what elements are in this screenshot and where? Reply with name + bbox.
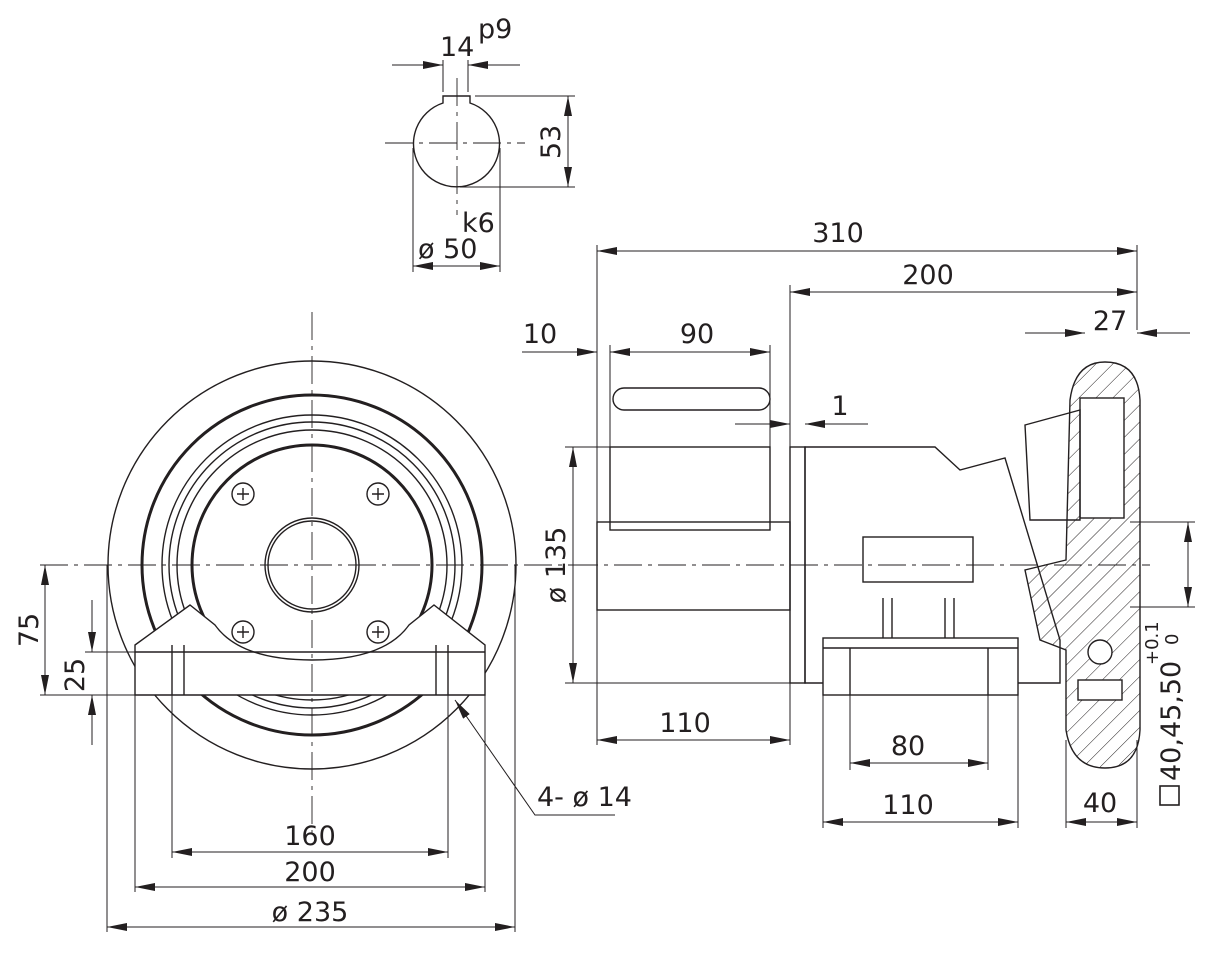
key-width-label: 14 <box>440 32 474 63</box>
shaft-length-label: 110 <box>659 708 711 739</box>
screw-icon <box>231 482 390 644</box>
overall-length-label: 310 <box>812 218 864 249</box>
bore-sizes-label: 40,45,50 <box>1156 661 1187 781</box>
holes-label: 4- ø 14 <box>537 782 632 813</box>
bore-tolerance-lower: 0 <box>1162 634 1183 645</box>
gap-label: 1 <box>831 391 848 422</box>
shaft-diameter-label: ø 135 <box>541 527 572 604</box>
key-height-label: 53 <box>536 125 567 159</box>
front-view: 75 25 160 200 ø 235 4- ø 14 <box>14 312 632 932</box>
key-offset-label: 10 <box>523 319 557 350</box>
foot-hole-spacing-label: 80 <box>891 731 925 762</box>
shaft-cross-section: 14 p9 53 k6 ø 50 <box>385 14 575 272</box>
bore-tolerance-upper: +0.1 <box>1142 621 1163 665</box>
key-length-label: 90 <box>680 319 714 350</box>
wheel-offset-label: 27 <box>1093 306 1127 337</box>
side-view: 310 200 27 10 90 1 ø 135 110 80 110 40 <box>522 218 1195 828</box>
center-height-label: 75 <box>14 613 45 647</box>
body-length-label: 200 <box>902 260 954 291</box>
foot-length-label: 110 <box>882 790 934 821</box>
wheel-width-label: 40 <box>1083 788 1117 819</box>
outer-diameter-label: ø 235 <box>272 897 349 928</box>
square-symbol-icon <box>1159 785 1180 806</box>
shaft-tolerance-label: k6 <box>462 208 495 239</box>
base-width-label: 200 <box>284 857 336 888</box>
key-tolerance-label: p9 <box>478 14 512 45</box>
shaft-diameter-label: ø 50 <box>418 234 477 265</box>
base-height-label: 25 <box>60 658 91 692</box>
hole-spacing-label: 160 <box>284 821 336 852</box>
